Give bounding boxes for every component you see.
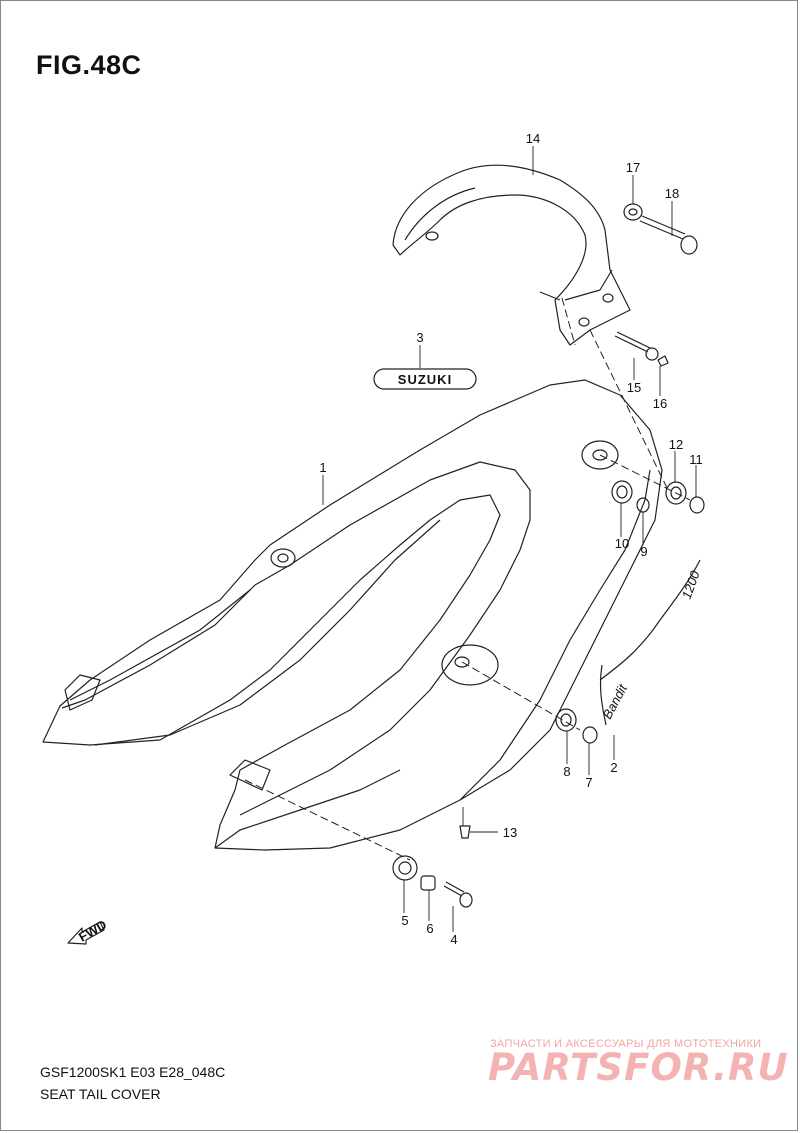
callout-7: 7 (585, 775, 592, 790)
grab-rail-part (392, 164, 631, 346)
decal-part (599, 559, 701, 726)
callout-4: 4 (450, 932, 457, 947)
callout-11: 11 (689, 452, 703, 467)
callout-3: 3 (416, 330, 423, 345)
callout-10: 10 (615, 536, 629, 551)
callout-1: 1 (319, 460, 326, 475)
hardware-parts (392, 203, 705, 908)
callout-13: 13 (503, 825, 517, 840)
callout-16: 16 (653, 396, 667, 411)
watermark-tagline: ЗАПЧАСТИ И АКСЕССУАРЫ ДЛЯ МОТОТЕХНИКИ (490, 1038, 762, 1050)
callout-5: 5 (401, 913, 408, 928)
suzuki-emblem-part (373, 368, 477, 390)
callout-14: 14 (526, 131, 540, 146)
decal-number: 1200 (679, 568, 703, 601)
callout-15: 15 (627, 380, 641, 395)
emblem-text: SUZUKI (398, 372, 452, 387)
watermark-brand: PARTSFOR.RU (488, 1046, 789, 1089)
assembly-lines (244, 297, 691, 861)
decal-text: Bandit (599, 681, 630, 722)
callout-17: 17 (626, 160, 640, 175)
callout-12: 12 (669, 437, 683, 452)
seat-tail-cover-part (42, 379, 663, 851)
callout-18: 18 (665, 186, 679, 201)
figure-code: GSF1200SK1 E03 E28_048C (40, 1064, 226, 1080)
callout-2: 2 (610, 760, 617, 775)
leader-lines (322, 146, 697, 932)
fwd-arrow-icon (67, 921, 105, 945)
figure-caption: SEAT TAIL COVER (40, 1086, 161, 1102)
fwd-label: FWD (76, 917, 109, 945)
figure-title: FIG.48C (36, 50, 142, 80)
callout-6: 6 (426, 921, 433, 936)
callout-8: 8 (563, 764, 570, 779)
callout-9: 9 (640, 544, 647, 559)
